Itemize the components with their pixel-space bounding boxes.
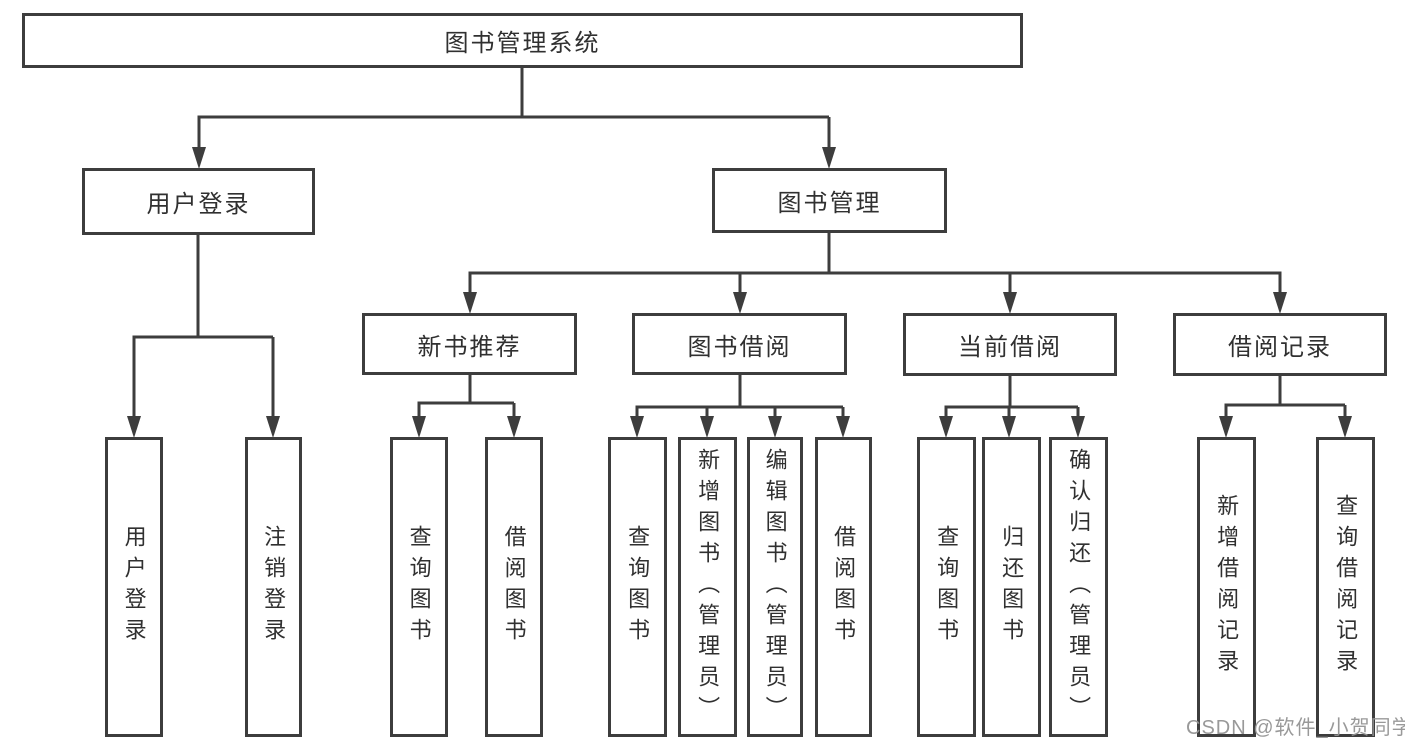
node-return-books: 归还图书 <box>982 437 1041 737</box>
node-label: 图书借阅 <box>687 333 792 361</box>
node-query-books-3: 查询图书 <box>917 437 976 737</box>
node-current-borrowing: 当前借阅 <box>903 313 1117 376</box>
node-label: 借阅记录 <box>1228 334 1332 361</box>
node-label: 当前借阅 <box>958 334 1062 361</box>
node-borrow-books-1: 借阅图书 <box>485 437 543 737</box>
node-label: 借阅图书 <box>501 525 527 649</box>
node-label: 新增借阅记录 <box>1214 494 1240 680</box>
node-book-management: 图书管理 <box>712 168 947 233</box>
node-label: 借阅图书 <box>831 525 857 649</box>
node-label: 新增图书（管理员） <box>695 447 721 727</box>
node-label: 图书管理系统 <box>444 30 601 57</box>
node-label: 查询图书 <box>934 525 960 649</box>
node-query-books-1: 查询图书 <box>390 437 448 737</box>
node-label: 注销登录 <box>261 525 287 649</box>
node-label: 用户登录 <box>146 191 251 218</box>
node-confirm-return-admin: 确认归还（管理员） <box>1049 437 1108 737</box>
node-label: 用户登录 <box>121 525 147 649</box>
node-add-borrow-record: 新增借阅记录 <box>1197 437 1256 737</box>
node-label: 归还图书 <box>999 525 1025 649</box>
node-add-books-admin: 新增图书（管理员） <box>678 437 737 737</box>
node-user-login: 用户登录 <box>105 437 163 737</box>
node-new-book-recommend: 新书推荐 <box>362 313 577 375</box>
csdn-watermark: CSDN @软件_小贺同学 <box>1186 717 1405 739</box>
node-label: 新书推荐 <box>417 333 522 361</box>
node-borrow-records: 借阅记录 <box>1173 313 1387 376</box>
node-user-login-group: 用户登录 <box>82 168 315 235</box>
node-logout: 注销登录 <box>245 437 302 737</box>
node-label: 查询图书 <box>406 525 432 649</box>
node-book-borrowing: 图书借阅 <box>632 313 847 375</box>
node-label: 查询图书 <box>625 525 651 649</box>
node-label: 图书管理 <box>777 190 882 217</box>
node-query-borrow-record: 查询借阅记录 <box>1316 437 1375 737</box>
node-label: 查询借阅记录 <box>1333 494 1359 680</box>
node-borrow-books-2: 借阅图书 <box>815 437 872 737</box>
node-label: 编辑图书（管理员） <box>762 447 788 727</box>
node-query-books-2: 查询图书 <box>608 437 667 737</box>
node-root: 图书管理系统 <box>22 13 1023 68</box>
node-edit-books-admin: 编辑图书（管理员） <box>747 437 803 737</box>
node-label: 确认归还（管理员） <box>1066 447 1092 727</box>
